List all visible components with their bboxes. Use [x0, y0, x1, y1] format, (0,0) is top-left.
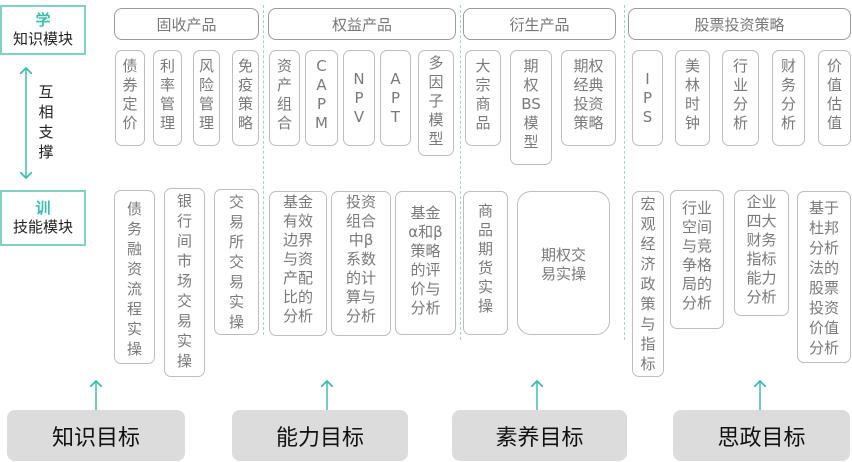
- knowledge-item: 行 业 分 析: [722, 50, 759, 146]
- knowledge-item: 美 林 时 钟: [675, 50, 710, 146]
- knowledge-item: 利 率 管 理: [153, 50, 182, 146]
- mutual-support-label: 互 相 支 撑: [38, 83, 54, 161]
- knowledge-module-box: 学 知识模块: [0, 5, 86, 55]
- knowledge-item: N P V: [343, 50, 375, 146]
- skill-module-label: 技能模块: [12, 218, 73, 236]
- knowledge-item: I P S: [632, 50, 663, 146]
- skill-item: 基金 有效 边界 与资 产配 比的 分析: [269, 191, 327, 336]
- category-equity: 权益产品: [268, 8, 456, 40]
- goal-knowledge: 知识目标: [7, 410, 185, 461]
- category-stock-strategy: 股票投资策略: [628, 8, 851, 40]
- column-divider: [624, 5, 625, 340]
- skill-item: 银 行 间 市 场 交 易 实 操: [164, 188, 205, 377]
- train-tag: 训: [35, 199, 51, 217]
- goal-ability: 能力目标: [232, 410, 408, 461]
- skill-module-box: 训 技能模块: [0, 190, 86, 246]
- skill-item: 基于 杜邦 分析 法的 股票 投资 价值 分析: [797, 191, 851, 363]
- knowledge-item: 风 险 管 理: [193, 50, 220, 146]
- knowledge-item: A P T: [380, 50, 411, 146]
- skill-item: 企业 四大 财务 指标 能力 分析: [734, 190, 789, 316]
- knowledge-item: 期权 经典 投资 策略: [561, 50, 616, 146]
- category-fixed-income: 固收产品: [114, 8, 259, 40]
- knowledge-item: 价 值 估 值: [818, 50, 851, 146]
- column-divider: [460, 5, 461, 340]
- skill-item: 交 易 所 交 易 实 操: [214, 189, 259, 335]
- skill-item: 基金 α和β 策略 的评 价与 分析: [395, 191, 456, 335]
- knowledge-item: 多 因 子 模 型: [418, 50, 454, 156]
- skill-item: 行业 空间 与竞 争格 局的 分析: [670, 190, 724, 329]
- knowledge-item: C A P M: [305, 50, 338, 146]
- category-derivatives: 衍生产品: [463, 8, 616, 40]
- goal-literacy: 素养目标: [452, 410, 627, 461]
- knowledge-item: 财 务 分 析: [772, 50, 805, 146]
- knowledge-item: 期 权 BS 模 型: [510, 50, 552, 165]
- goal-ideological: 思政目标: [673, 410, 850, 461]
- knowledge-module-label: 知识模块: [12, 30, 73, 48]
- learn-tag: 学: [35, 11, 51, 29]
- knowledge-item: 债 券 定 价: [115, 50, 145, 146]
- skill-item: 债 务 融 资 流 程 实 操: [114, 190, 155, 364]
- knowledge-item: 大 宗 商 品: [465, 50, 501, 146]
- skill-item: 投资 组合 中β 系数 的计 算与 分析: [331, 191, 391, 336]
- skill-item: 期权交 易实操: [517, 191, 610, 335]
- skill-item: 商 品 期 货 实 操: [463, 191, 508, 335]
- column-divider: [263, 5, 264, 335]
- knowledge-item: 免 疫 策 略: [232, 50, 259, 146]
- skill-item: 宏 观 经 济 政 策 与 指 标: [632, 191, 664, 377]
- knowledge-item: 资 产 组 合: [269, 50, 300, 146]
